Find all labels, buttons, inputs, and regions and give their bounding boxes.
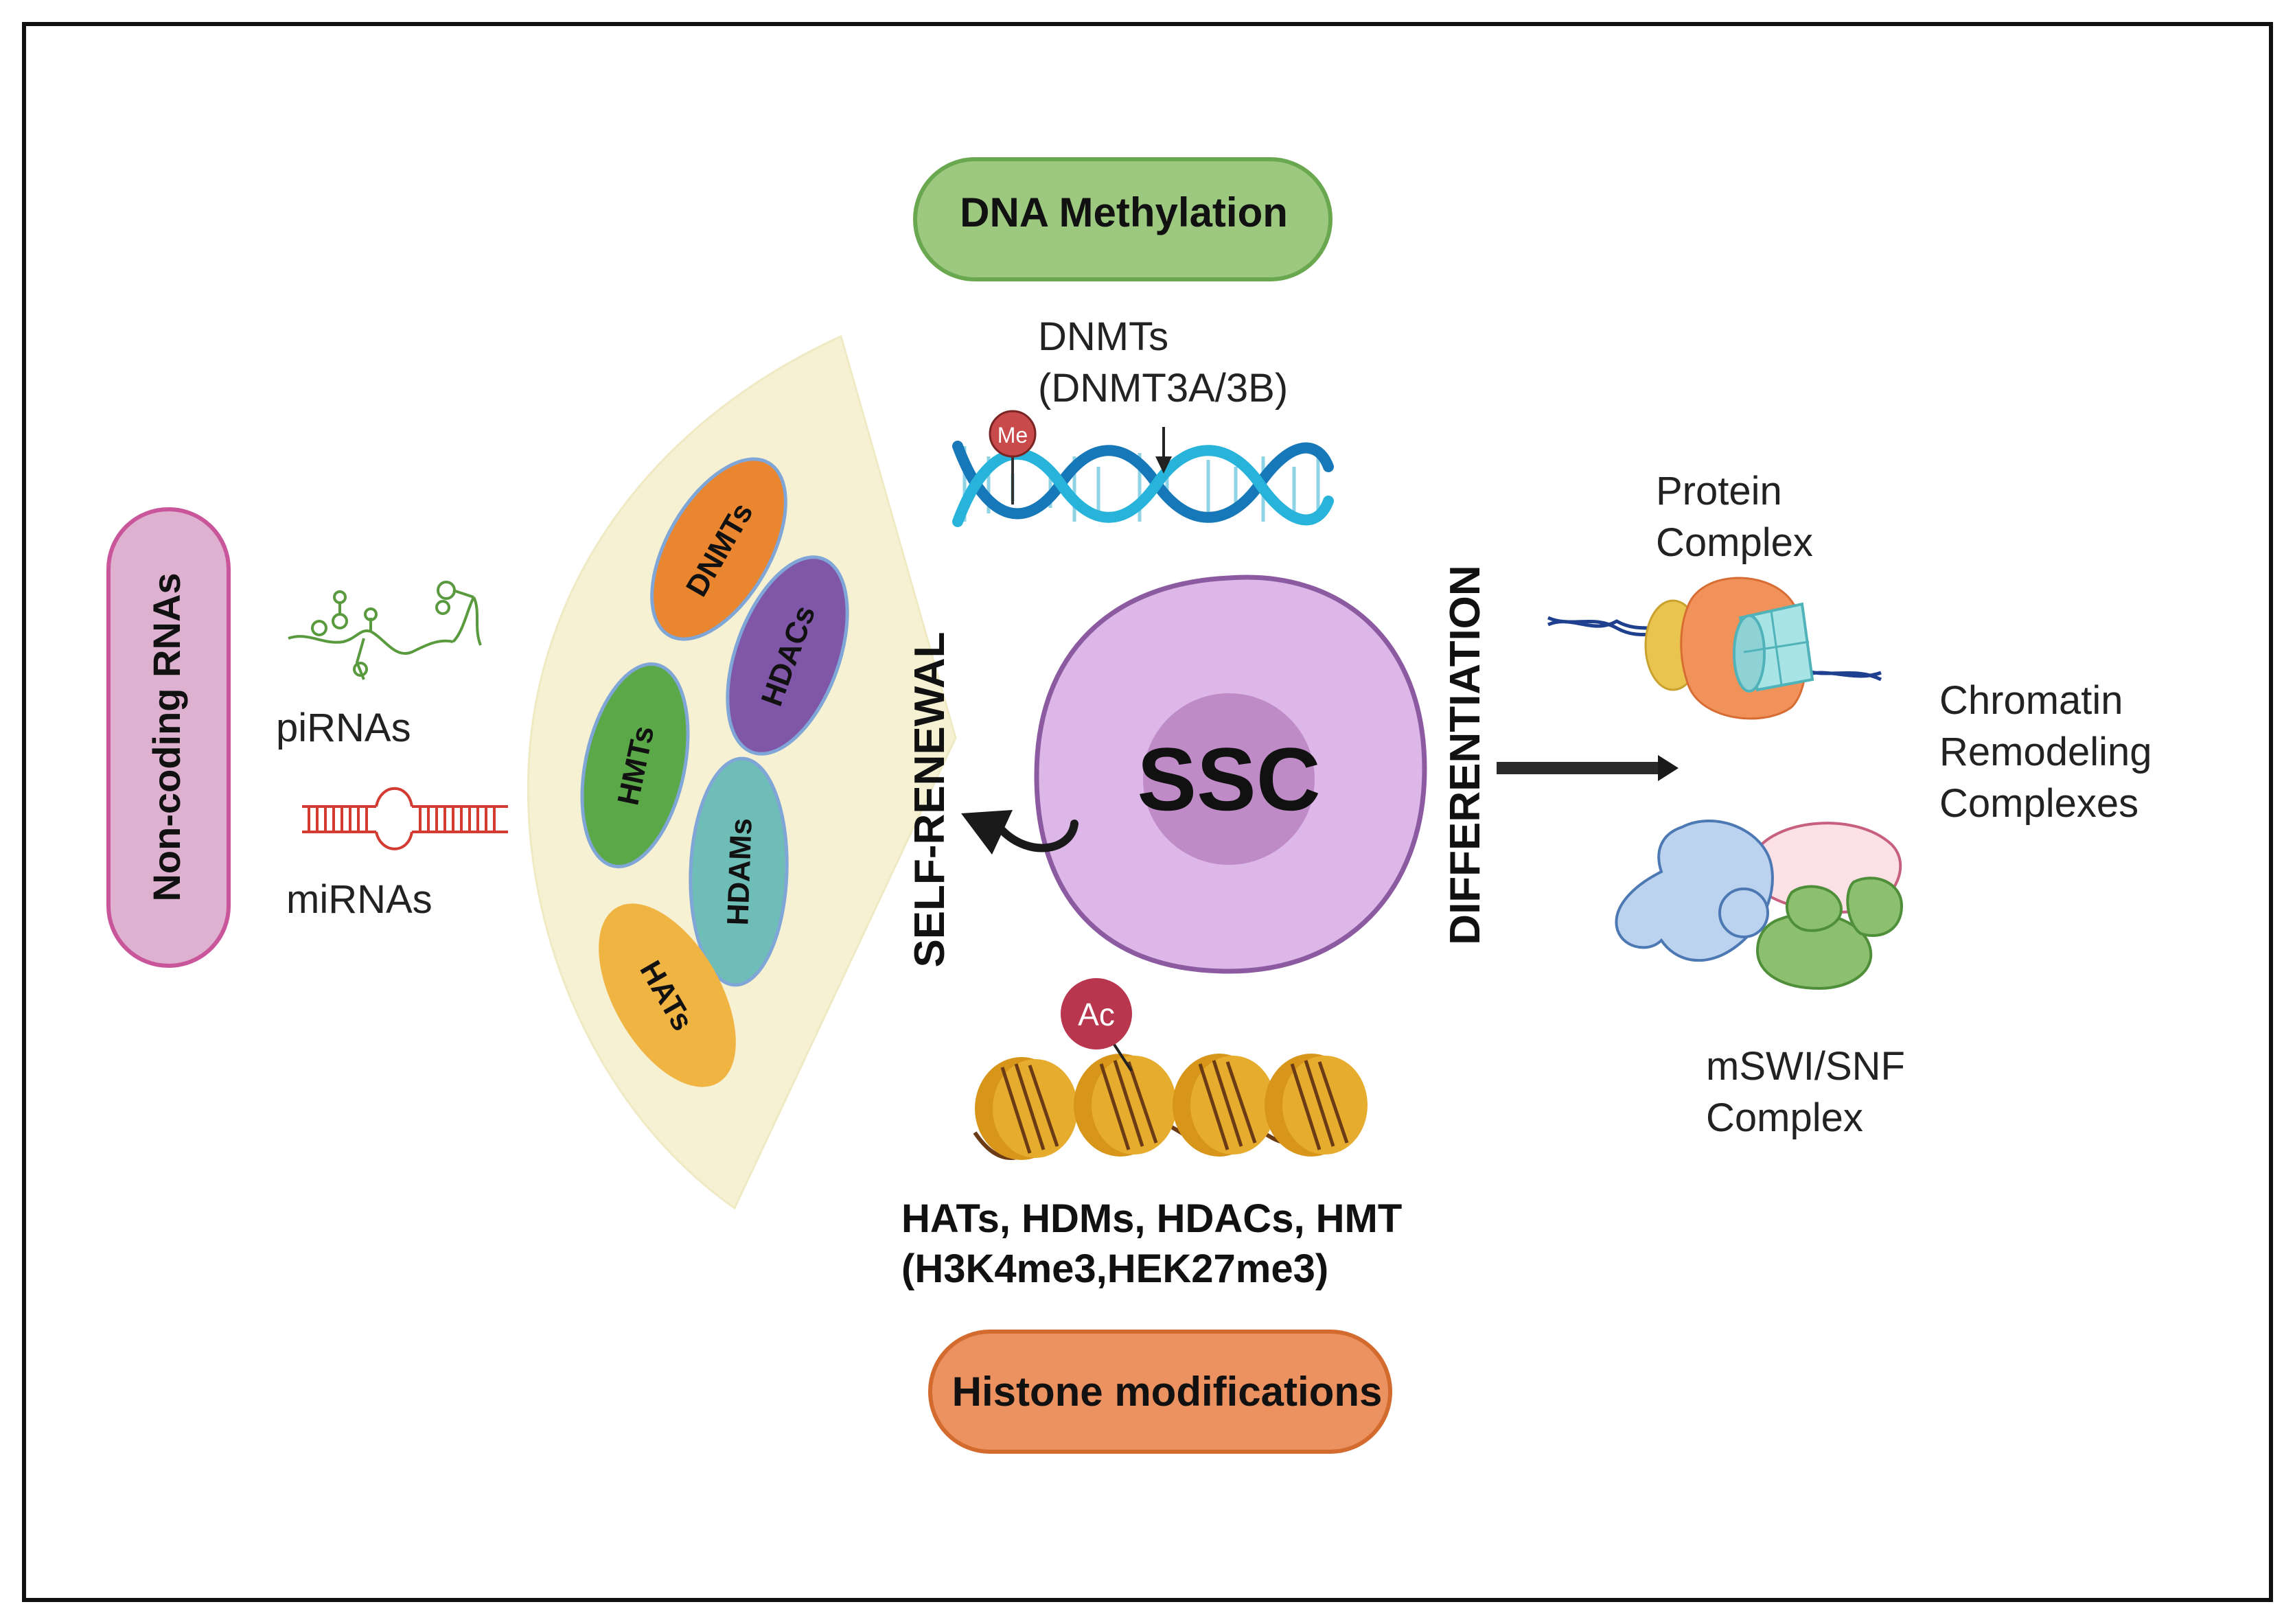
chromatin-line3: Complexes <box>1939 781 2138 826</box>
mswi-line2: Complex <box>1706 1095 1863 1140</box>
hdacs-oval: HDACs <box>726 555 849 756</box>
self-renewal-arrow-icon <box>961 810 1079 855</box>
non-coding-rnas-label: Non-coding RNAs <box>145 572 188 901</box>
mswi-snf-complex-icon <box>1615 820 1904 990</box>
histone-modifications-label: Histone modifications <box>952 1369 1383 1415</box>
dnmts-subheading: (DNMT3A/3B) <box>1038 366 1288 410</box>
protein-complex-icon <box>1547 577 1882 720</box>
ssc-nucleus <box>1143 693 1315 865</box>
hmts-oval: HMTs <box>580 662 690 868</box>
pirnas-label: piRNAs <box>276 706 411 750</box>
histone-modifications-pill: Histone modifications <box>928 1330 1392 1454</box>
dna-methylation-label: DNA Methylation <box>960 189 1288 235</box>
pirna-icon <box>288 581 482 680</box>
non-coding-rnas-pill: Non-coding RNAs <box>106 507 231 968</box>
dnmts-oval: DNMTs <box>650 457 787 641</box>
acetyl-tag-icon: Ac <box>1061 978 1133 1072</box>
nucleosome-array-icon <box>973 1054 1368 1160</box>
differentiation-label: DIFFERENTIATION <box>1442 565 1489 944</box>
mswi-line1: mSWI/SNF <box>1706 1044 1905 1089</box>
differentiation-arrow-icon <box>1497 755 1679 781</box>
me-tag-label: Me <box>997 423 1028 448</box>
self-renewal-label: SELF-RENEWAL <box>906 631 954 967</box>
histone-enzymes-line2: (H3K4me3,HEK27me3) <box>901 1246 1328 1291</box>
dnmts-heading: DNMTs <box>1038 314 1168 359</box>
mirnas-label: miRNAs <box>286 877 433 922</box>
hdams-oval: HDAMs <box>689 756 789 987</box>
protein-complex-line2: Complex <box>1656 520 1813 565</box>
histone-enzymes-line1: HATs, HDMs, HDACs, HMT <box>901 1196 1402 1241</box>
methyl-tag-icon: Me <box>989 410 1037 504</box>
ac-tag-label: Ac <box>1078 997 1115 1032</box>
protein-complex-line1: Protein <box>1656 469 1782 513</box>
ssc-label: SSC <box>1137 729 1320 829</box>
hdams-oval-label: HDAMs <box>721 817 758 926</box>
chromatin-line2: Remodeling <box>1939 730 2152 774</box>
chromatin-line1: Chromatin <box>1939 678 2123 723</box>
mirna-icon <box>302 787 508 850</box>
ssc-cell: SSC <box>1034 575 1427 974</box>
hats-oval: HATs <box>599 903 736 1087</box>
dna-methylation-pill: DNA Methylation <box>913 157 1333 281</box>
dnmt-arrow-icon <box>1155 427 1172 474</box>
